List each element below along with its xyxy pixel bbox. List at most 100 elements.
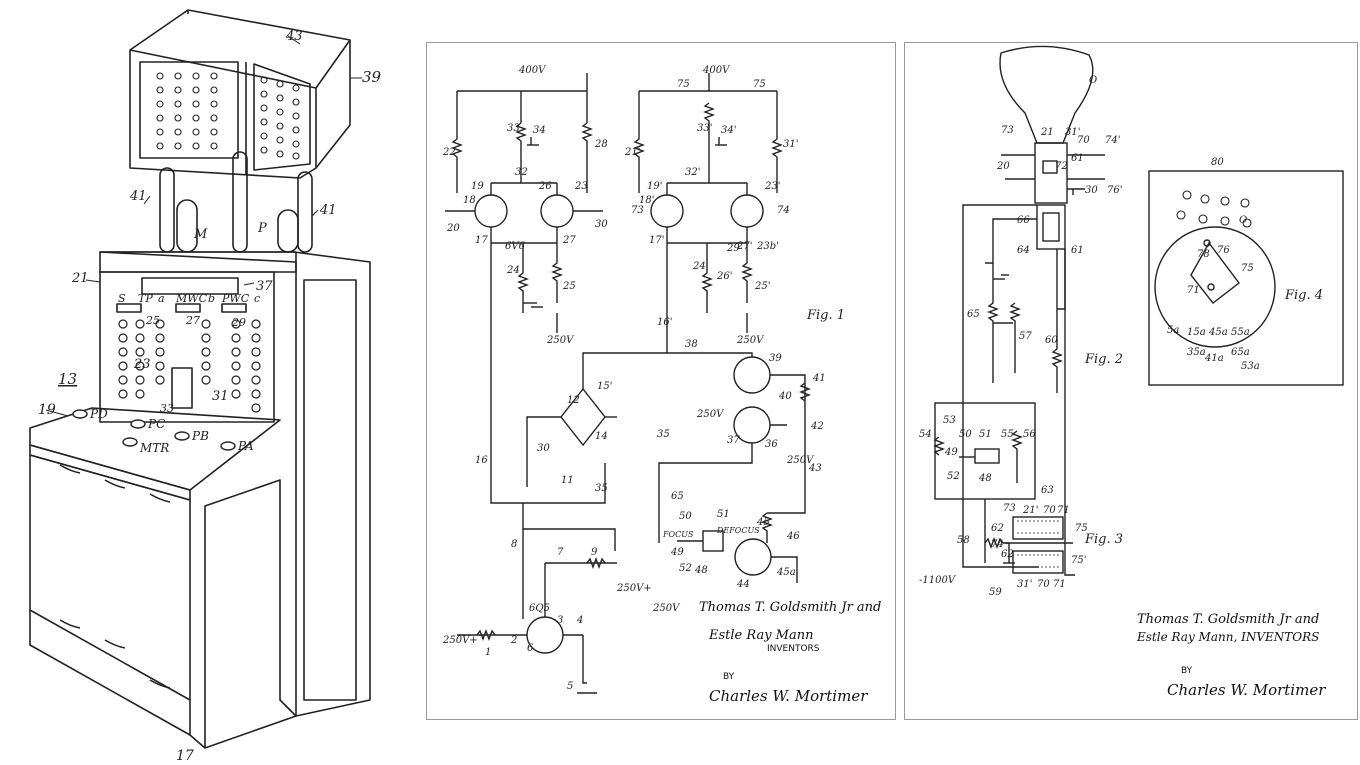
fig4-panel (1148, 170, 1344, 386)
lbl-31p: 31' (783, 139, 798, 150)
r-lbl-62b: 62 (1001, 549, 1014, 560)
lbl-27p: 27' (736, 241, 752, 252)
crt-neck (1034, 142, 1068, 204)
r-lbl-52: 52 (947, 471, 960, 482)
r-lbl-59: 59 (989, 587, 1002, 598)
lbl-250v-e: 250V (652, 603, 681, 614)
r-lbl-1100v: -1100V (919, 575, 957, 586)
resistor-33 (515, 122, 527, 163)
lbl-75b: 75 (753, 79, 766, 90)
r-lbl-21b: 21' (1022, 505, 1038, 516)
r-lbl-15a: 15a (1187, 327, 1206, 338)
label-37: 37 (256, 279, 273, 294)
r-lbl-41a: 41a (1204, 353, 1224, 364)
label-33: 33 (160, 402, 174, 415)
label-pd: PD (89, 407, 108, 421)
lbl-21p: 21' (624, 147, 640, 158)
console-svg: 43 39 41 41 M P 21 37 S TP a MWC b PWC c… (29, 9, 382, 764)
button-pc (130, 419, 146, 429)
r-lbl-60: 60 (1045, 335, 1058, 346)
label-13: 13 (58, 370, 77, 388)
lbl-defocus: DEFOCUS (716, 526, 760, 535)
r-lbl-75b: 75 (1075, 523, 1088, 534)
label-tp: TP (138, 292, 153, 305)
label-19: 19 (38, 402, 56, 418)
button-pd (72, 409, 88, 419)
r-lbl-53a: 53a (1241, 361, 1260, 372)
crt-tube (999, 45, 1094, 144)
lbl-fig1: Fig. 1 (806, 308, 845, 323)
lbl-73: 73 (631, 205, 644, 216)
r-lbl-45a: 45a (1208, 327, 1228, 338)
lbl-12: 12 (567, 395, 580, 406)
lbl-41: 41 (812, 373, 826, 384)
r-lbl-62a: 62 (991, 523, 1004, 534)
r-lbl-35a: 35a (1187, 347, 1206, 358)
signature-goldsmith: Thomas T. Goldsmith Jr and (699, 600, 881, 615)
r-lbl-57: 57 (1019, 331, 1032, 342)
fig3-upper-block (1012, 516, 1064, 540)
lbl-34p: 34' (721, 125, 736, 136)
lbl-51: 51 (717, 509, 730, 520)
r-label-by: BY (1181, 666, 1193, 676)
display-box-outline (129, 9, 351, 179)
lbl-17p: 17' (649, 235, 664, 246)
lbl-29: 29 (726, 243, 740, 254)
lbl-35a: 35 (595, 483, 608, 494)
lbl-19p: 19' (647, 181, 662, 192)
figures-2-3-4: O 73 21 31' 74' 70 20 72 61 30 76' 66 64… (904, 42, 1358, 720)
lbl-24: 24 (506, 265, 520, 276)
lbl-42: 42 (810, 421, 824, 432)
r-lbl-74: 74 (991, 539, 1004, 550)
label-p: P (257, 221, 267, 236)
lbl-43: 43 (808, 463, 822, 474)
r-lbl-78: 78 (1197, 249, 1210, 260)
display-left-face (139, 61, 239, 159)
lbl-22: 22 (442, 147, 456, 158)
fig4-pointer (1190, 241, 1240, 304)
r-lbl-49: 49 (944, 447, 958, 458)
label-17: 17 (176, 748, 194, 764)
lbl-37: 37 (727, 435, 740, 446)
label-by: BY (723, 672, 735, 682)
lbl-24p: 24' (692, 261, 708, 272)
r-lbl-76: 76 (1217, 245, 1230, 256)
r-lbl-76p: 76' (1107, 185, 1122, 196)
signature-mann: Estle Ray Mann (708, 628, 814, 643)
r-lbl-66: 66 (1017, 215, 1030, 226)
lbl-28: 28 (594, 139, 608, 150)
lbl-32p: 32' (685, 167, 700, 178)
upper-console-top (99, 251, 297, 273)
lbl-250v-d: 250V (786, 455, 815, 466)
drawer-handles (59, 464, 171, 689)
label-inventors: INVENTORS (767, 644, 820, 654)
fig3-lower-block (1012, 550, 1064, 574)
r-lbl-75p: 75' (1071, 555, 1086, 566)
r-lbl-21: 21 (1040, 127, 1054, 138)
lbl-15p: 15' (597, 381, 612, 392)
lbl-focus: FOCUS (662, 530, 694, 539)
button-pb (174, 431, 190, 441)
label-41-right: 41 (319, 203, 337, 218)
lbl-50: 50 (679, 511, 692, 522)
lbl-250v-f: 250V+ (616, 583, 652, 594)
lbl-8: 8 (511, 539, 517, 550)
lbl-45: 45 (756, 517, 770, 528)
lbl-38: 38 (685, 339, 698, 350)
label-a: a (158, 292, 165, 305)
display-right-face (253, 63, 311, 171)
fig4-dial (1154, 226, 1276, 348)
console-base (29, 454, 297, 749)
lbl-16: 16 (475, 455, 488, 466)
lbl-75a: 75 (677, 79, 690, 90)
r-lbl-o: O (1089, 75, 1097, 86)
lbl-6q5: 6Q5 (529, 603, 550, 614)
lbl-27: 27 (562, 235, 576, 246)
button-mtr (122, 437, 138, 447)
label-b: b (208, 292, 215, 305)
lbl-18: 18 (463, 195, 476, 206)
label-43: 43 (285, 29, 303, 44)
lbl-39: 39 (769, 353, 782, 364)
lbl-3: 3 (557, 615, 563, 626)
r-lbl-63: 63 (1041, 485, 1054, 496)
